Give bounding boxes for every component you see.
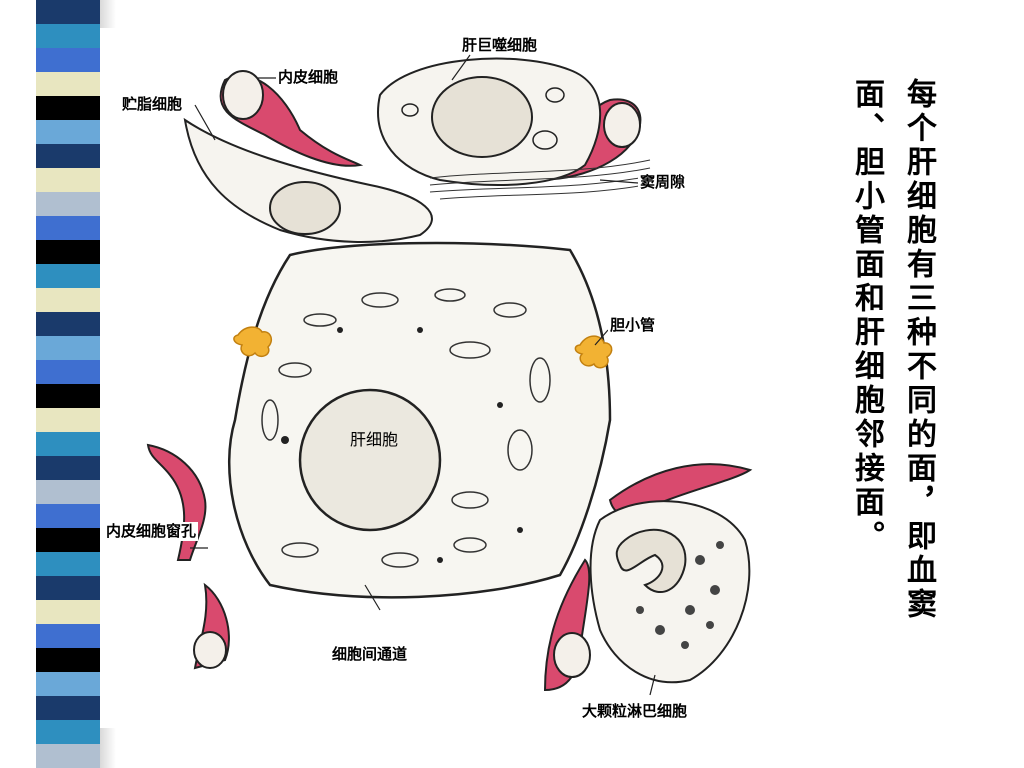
decorative-stripe-bar: [36, 0, 100, 768]
stripe-segment: [36, 24, 100, 49]
stripe-segment: [36, 96, 100, 121]
stripe-segment: [36, 528, 100, 553]
stripe-segment: [36, 168, 100, 193]
stripe-segment: [36, 720, 100, 745]
stripe-segment: [36, 504, 100, 529]
stripe-segment: [36, 0, 100, 25]
stripe-segment: [36, 144, 100, 169]
stripe-segment: [36, 648, 100, 673]
hepatocyte-organelles: [261, 288, 551, 568]
label-endothelial-cell: 内皮细胞: [276, 68, 341, 86]
bile-canaliculus-right: [574, 335, 613, 369]
stripe-segment: [36, 456, 100, 481]
stripe-segment: [36, 576, 100, 601]
leader-lines: [190, 54, 656, 696]
label-large-granular-lymphocyte: 大颗粒淋巴细胞: [580, 702, 690, 720]
stripe-segment: [36, 264, 100, 289]
stripe-segment: [36, 240, 100, 265]
stripe-segment: [36, 624, 100, 649]
lymphocyte-granules: [636, 541, 724, 649]
stripe-segment: [36, 48, 100, 73]
bile-canaliculus-left: [233, 326, 273, 358]
stripe-segment: [36, 72, 100, 97]
stripe-segment: [36, 288, 100, 313]
stripe-segment: [36, 432, 100, 457]
stripe-segment: [36, 384, 100, 409]
label-bile-canaliculus: 胆小管: [608, 316, 658, 334]
hepatocyte-dots: [281, 327, 523, 563]
stripe-segment: [36, 360, 100, 385]
kupffer-cell: [377, 57, 602, 186]
stripe-segment: [36, 600, 100, 625]
stripe-segment: [36, 552, 100, 577]
endothelial-cell-left: [146, 443, 230, 670]
perisinusoidal-fibers: [429, 159, 651, 200]
stripe-segment: [36, 408, 100, 433]
stripe-segment: [36, 480, 100, 505]
label-kupffer-cell: 肝巨噬细胞: [460, 36, 540, 54]
label-perisinusoidal-space: 窦周隙: [638, 173, 688, 191]
label-fat-storing-cell: 贮脂细胞: [120, 95, 185, 113]
stripe-segment: [36, 120, 100, 145]
stripe-segment: [36, 696, 100, 721]
stripe-segment: [36, 192, 100, 217]
stripe-segment: [36, 312, 100, 337]
endothelial-cell-top-left: [219, 70, 364, 167]
hepatocyte: [228, 241, 612, 599]
label-endothelial-fenestra: 内皮细胞窗孔: [104, 522, 198, 541]
label-intercellular-channel: 细胞间通道: [330, 645, 410, 663]
fat-storing-cell: [183, 117, 433, 243]
stripe-segment: [36, 216, 100, 241]
stripe-segment: [36, 336, 100, 361]
large-granular-lymphocyte: [589, 500, 751, 684]
stripe-segment: [36, 672, 100, 697]
slide-caption: 每个肝细胞有三种不同的面，即血窦面、胆小管面和肝细胞邻接面。: [849, 78, 936, 622]
stripe-segment: [36, 744, 100, 768]
label-hepatocyte: 肝细胞: [350, 430, 399, 449]
